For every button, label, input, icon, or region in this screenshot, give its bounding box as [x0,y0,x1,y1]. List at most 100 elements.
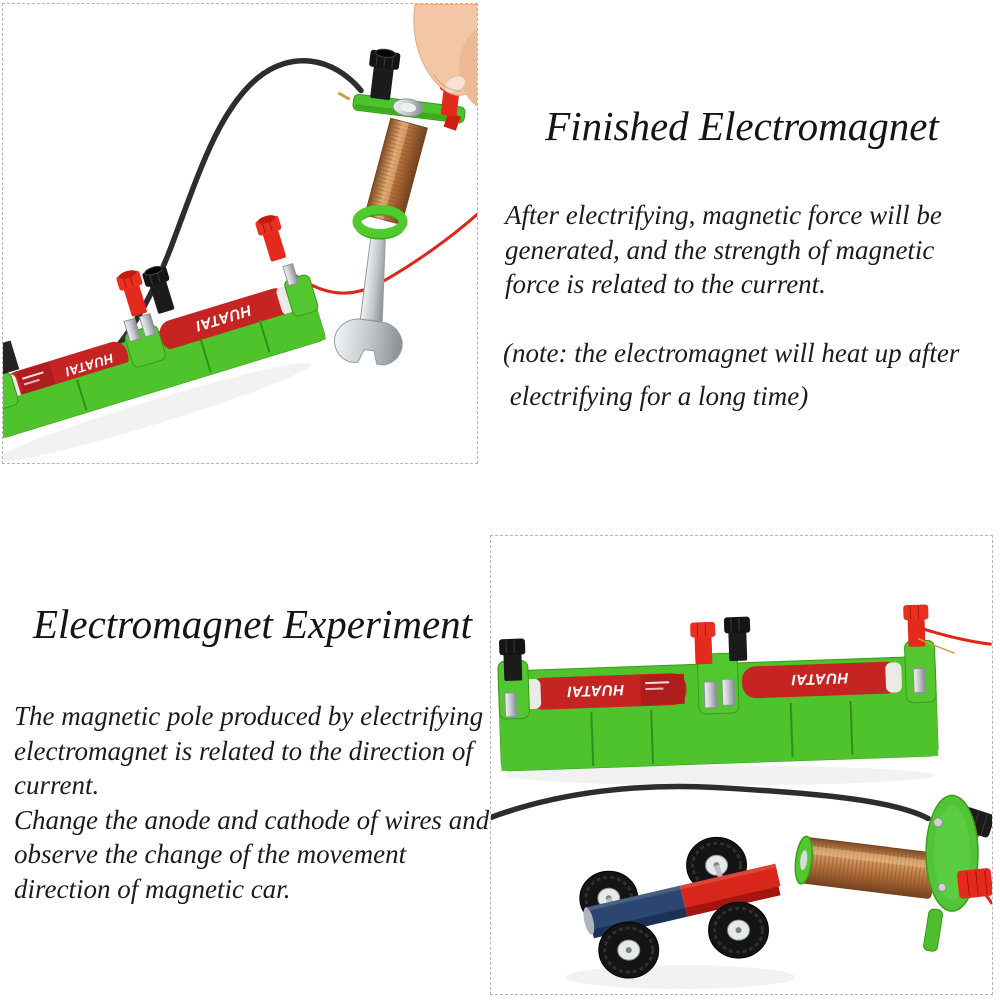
magnet-car [579,836,781,979]
post-cap [903,604,929,621]
post-body [262,229,286,262]
post-body [907,616,926,647]
post-knurl [975,871,979,896]
electromagnet-board [337,48,466,131]
binding-post-black [723,616,751,662]
axle-screw [735,927,742,934]
binding-post-red [690,621,716,665]
binding-post-black [3,340,20,375]
battery-clip [721,678,736,706]
battery-clip [282,263,300,287]
wrench-handle [359,229,386,322]
magnet-end-cap [583,907,595,935]
battery-cap [276,286,294,315]
wrench [334,229,403,366]
finished-electromagnet-illustration: HUATAI HUATAI [3,4,477,463]
post-body [370,64,394,101]
terminal-screw [937,882,947,892]
holder-seam [76,379,88,411]
battery-cap [885,662,902,693]
holder-seam [789,702,794,757]
holder-front-wall [499,697,939,772]
electromagnet-experiment-photo: HUATAI HUATAI [490,535,993,995]
battery-clip [912,667,926,694]
holder-shadow [3,362,311,463]
post-body [728,628,748,662]
post-cap [499,638,526,656]
battery-clip [123,317,142,343]
experiment-section: Electromagnet Experiment The magnetic po… [0,601,505,904]
battery-brand-label: HUATAI [791,669,849,688]
finger-crease [432,74,462,92]
magnet-highlight [584,863,777,912]
finished-electromagnet-photo: HUATAI HUATAI [2,3,478,464]
coil-windings [799,837,937,899]
finished-note: (note: the electromagnet will heat up af… [503,338,960,411]
car-shadow [565,965,796,990]
hand [413,4,477,107]
holder-seam [258,319,271,353]
battery-spec-line [22,371,44,380]
wheel [708,901,769,959]
post-body [123,284,147,317]
post-top [375,48,396,59]
experiment-illustration: HUATAI HUATAI [491,604,992,990]
brass-lug [337,91,351,101]
post-cap [957,868,992,899]
post-top [257,215,276,224]
battery-spec-line [645,687,664,691]
post-top [144,265,163,276]
battery-body [741,661,900,699]
coil-highlight [803,845,936,870]
post-cap [723,616,751,634]
binding-post-black [499,638,526,681]
experiment-title: Electromagnet Experiment [32,601,473,647]
green-ring [352,205,408,240]
wrench-open-jaw [334,318,403,366]
finished-title: Finished Electromagnet [545,103,939,149]
battery: HUATAI [741,661,902,699]
holder-seam [199,339,212,373]
battery-holder: HUATAI HUATAI [497,604,992,772]
battery: HUATAI [524,673,687,710]
axle-screw [625,947,632,954]
board-foot [923,908,944,952]
battery: HUATAI [3,341,129,403]
binding-post-red [957,868,992,899]
bolt-nut-center [400,102,417,113]
holder-seam [650,709,655,764]
binding-post-black [369,48,401,101]
post-knurl [984,870,988,895]
battery-brand-label: HUATAI [566,681,624,700]
magnet-red-pole [680,863,781,909]
binding-post-red [116,270,147,317]
electromagnet-coil [364,117,428,226]
battery-clip [703,681,718,709]
holder-seam [590,711,595,766]
battery-holder: HUATAI HUATAI [3,215,327,439]
magnet-blue-pole [584,885,686,931]
holder-end-bump [3,372,19,411]
black-wire [491,783,931,822]
coil-end-screw [800,850,808,871]
red-wire [984,894,992,905]
post-body [503,650,523,681]
gold-wire [917,637,956,655]
binding-post-black [142,265,175,314]
post-top [118,270,137,279]
post-body [149,280,175,314]
holder-seam [849,700,854,755]
finished-body: After electrifying, magnetic force will … [505,200,942,299]
battery-body [159,288,290,350]
electromagnet [794,794,992,952]
coil-highlight [376,121,410,220]
terminal-screw [933,817,944,828]
holder-shadow [506,765,936,786]
finished-section: Finished Electromagnet After electrifyin… [492,103,992,412]
holder-front-wall [3,304,327,439]
battery-spec-line [23,378,40,386]
ring [352,205,408,238]
post-knurl [966,872,970,897]
battery-spec-line [645,681,670,685]
coil-windings [364,118,428,225]
